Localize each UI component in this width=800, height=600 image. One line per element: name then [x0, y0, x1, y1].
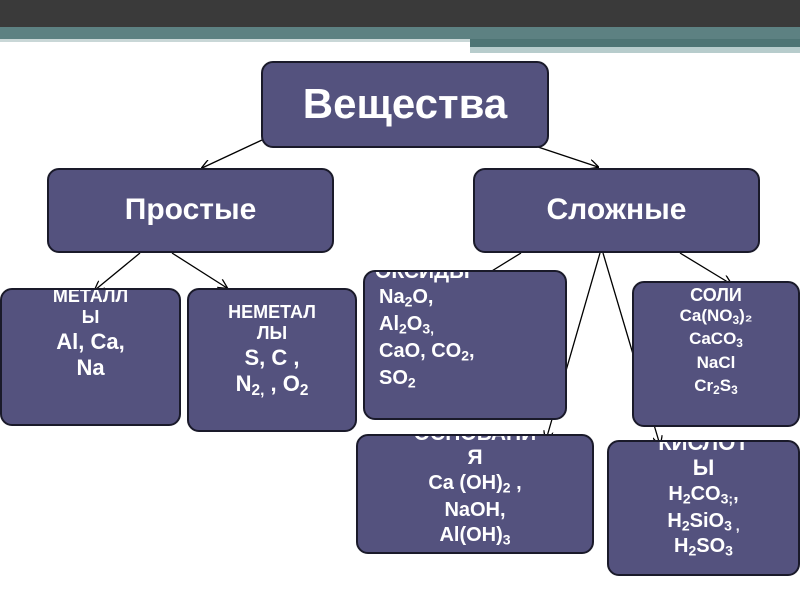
salts-formula-2: CaCO3	[689, 329, 743, 351]
header-stripe-accent-light	[470, 47, 800, 53]
node-complex-label: Сложные	[546, 193, 687, 227]
title-bar-dark	[0, 0, 800, 27]
oxides-formula-2: Al2O3,	[379, 313, 435, 337]
salts-title: СОЛИ	[690, 285, 742, 305]
node-bases: ОСНОВАНИ Я Ca (OH)2 , NaOH, Al(OH)3	[356, 434, 594, 554]
node-oxides: ОКСИДЫ Na2O, Al2O3, CaO, CO2, SO2	[363, 270, 567, 420]
bases-title-line2: Я	[467, 446, 483, 470]
arrow-root-to-simple	[202, 139, 263, 168]
nonmetals-line2: N2, , O2	[235, 370, 309, 399]
header-stripe-accent	[470, 39, 800, 47]
node-substances: Вещества	[261, 61, 549, 148]
acids-formula-2: H2SiO3 ,	[667, 509, 740, 534]
arrow-root-to-complex	[537, 146, 598, 167]
oxides-title: ОКСИДЫ	[375, 270, 470, 283]
arrow-complex-to-salts	[679, 252, 731, 284]
nonmetals-title-line2: ЛЫ	[256, 322, 288, 343]
header-stripe-light	[0, 39, 470, 42]
salts-formula-3: NaCl	[696, 352, 736, 372]
node-complex: Сложные	[473, 168, 760, 253]
arrow-simple-to-metals	[95, 252, 141, 290]
node-nonmetals: НЕМЕТАЛ ЛЫ S, C , N2, , O2	[187, 288, 357, 432]
metals-line1: Al, Ca,	[56, 329, 125, 355]
header-stripe	[0, 27, 800, 39]
nonmetals-title-line1: НЕМЕТАЛ	[228, 302, 316, 322]
acids-title-line1: КИСЛОТ	[658, 440, 749, 455]
node-simple-label: Простые	[124, 193, 257, 227]
node-acids: КИСЛОТ Ы H2CO3;, H2SiO3 , H2SO3	[607, 440, 800, 576]
bases-title-line1: ОСНОВАНИ	[358, 436, 592, 446]
oxides-formula-4: SO2	[379, 367, 416, 391]
node-metals: МЕТАЛЛ Ы Al, Ca, Na	[0, 288, 181, 426]
acids-formula-3: H2SO3	[674, 534, 733, 559]
arrow-simple-to-nonmetals	[171, 252, 227, 288]
bases-formula-2: NaOH,	[444, 499, 506, 522]
metals-title-line2: Ы	[81, 306, 100, 327]
acids-title-line2: Ы	[692, 455, 715, 481]
oxides-formula-3: CaO, CO2,	[379, 340, 475, 364]
node-substances-label: Вещества	[302, 80, 508, 128]
metals-line2: Na	[76, 354, 105, 380]
bases-formula-1: Ca (OH)2 ,	[428, 472, 522, 496]
metals-title-line1: МЕТАЛЛ	[52, 288, 129, 306]
salts-formula-1: Ca(NO3)₂	[679, 305, 753, 327]
nonmetals-line1: S, C ,	[244, 345, 300, 371]
node-simple: Простые	[47, 168, 334, 253]
node-salts: СОЛИ Ca(NO3)₂ CaCO3 NaCl Cr2S3	[632, 281, 800, 427]
acids-formula-1: H2CO3;,	[668, 482, 739, 507]
oxides-formula-1: Na2O,	[379, 286, 434, 310]
bases-formula-3: Al(OH)3	[439, 524, 511, 548]
salts-formula-4: Cr2S3	[694, 376, 738, 398]
